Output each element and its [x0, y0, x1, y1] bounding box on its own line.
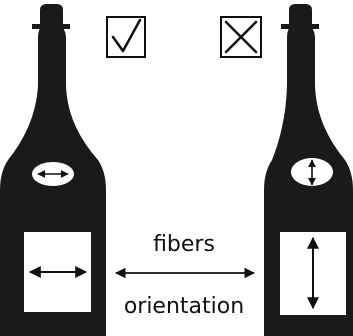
right-bottle [264, 4, 353, 336]
left-bottle [0, 4, 106, 336]
caption-fibers: fibers [153, 232, 215, 257]
checkbox-check-icon [106, 16, 146, 58]
checkbox-cross-icon [220, 16, 262, 58]
caption-orientation: orientation [124, 294, 244, 319]
